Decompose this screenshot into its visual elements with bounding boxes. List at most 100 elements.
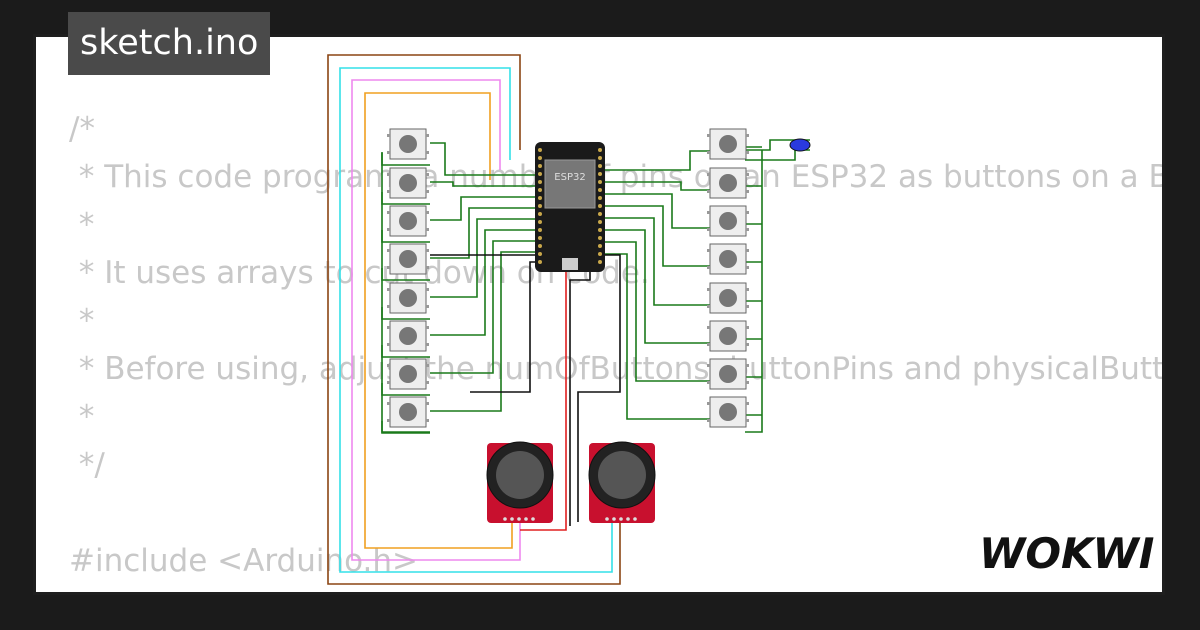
button-cap (719, 403, 737, 421)
pin-icon (612, 517, 616, 521)
pin-icon (538, 156, 542, 160)
button-leg (387, 305, 390, 308)
pushbutton-icon (707, 205, 749, 237)
pin-icon (598, 204, 602, 208)
button-leg (746, 211, 749, 214)
button-leg (746, 364, 749, 367)
pin-icon (538, 164, 542, 168)
pushbutton-icon (387, 205, 429, 237)
button-leg (387, 134, 390, 137)
button-leg (746, 134, 749, 137)
button-leg (387, 228, 390, 231)
button-leg (426, 343, 429, 346)
button-leg (426, 151, 429, 154)
pushbutton-icon (707, 128, 749, 160)
button-leg (387, 266, 390, 269)
pushbutton-icon (387, 320, 429, 352)
wire-green (430, 229, 535, 336)
pushbutton-icon (387, 167, 429, 199)
wire-green (605, 181, 712, 191)
button-leg (387, 419, 390, 422)
button-body (709, 167, 747, 199)
button-cap (719, 212, 737, 230)
pushbutton-icon (707, 358, 749, 390)
button-leg (426, 326, 429, 329)
wire-green (430, 240, 535, 374)
wire-green (430, 142, 535, 176)
pin-icon (531, 517, 535, 521)
wire-green (745, 139, 810, 151)
button-leg (426, 381, 429, 384)
button-leg (426, 419, 429, 422)
wire-green (605, 193, 712, 229)
button-leg (426, 364, 429, 367)
button-cap (719, 250, 737, 268)
pushbutton-icon (387, 358, 429, 390)
button-leg (746, 151, 749, 154)
button-leg (387, 249, 390, 252)
button-leg (746, 249, 749, 252)
button-leg (746, 190, 749, 193)
filename-tab[interactable]: sketch.ino (68, 12, 271, 75)
button-cap (719, 289, 737, 307)
code-line: * (69, 399, 95, 435)
button-cap (719, 135, 737, 153)
pushbutton-icon (707, 320, 749, 352)
pin-icon (598, 228, 602, 232)
button-leg (707, 288, 710, 291)
button-leg (707, 211, 710, 214)
pin-icon (598, 172, 602, 176)
pin-icon (598, 148, 602, 152)
button-leg (387, 151, 390, 154)
pin-icon (598, 180, 602, 184)
pin-icon (538, 260, 542, 264)
button-leg (707, 364, 710, 367)
wire-green (430, 181, 535, 187)
button-leg (707, 402, 710, 405)
pushbutton-icon (387, 282, 429, 314)
pin-icon (510, 517, 514, 521)
joystick-stick (598, 451, 646, 499)
esp32-chip-icon (544, 159, 596, 209)
button-leg (707, 266, 710, 269)
button-leg (426, 173, 429, 176)
pin-icon (538, 180, 542, 184)
wire-green (605, 205, 712, 267)
pin-icon (538, 228, 542, 232)
pin-icon (538, 188, 542, 192)
button-leg (426, 134, 429, 137)
joystick-icon (486, 441, 554, 523)
pin-icon (626, 517, 630, 521)
pushbutton-icon (707, 396, 749, 428)
button-leg (387, 190, 390, 193)
button-leg (426, 211, 429, 214)
pushbutton-icon (707, 167, 749, 199)
button-leg (387, 343, 390, 346)
button-leg (426, 402, 429, 405)
button-leg (707, 190, 710, 193)
code-line: * (69, 207, 95, 243)
joystick-stick (496, 451, 544, 499)
wire-green (605, 253, 712, 420)
pin-icon (598, 188, 602, 192)
wire-green (430, 196, 535, 221)
wire-green (605, 150, 712, 171)
button-leg (387, 173, 390, 176)
pin-icon (598, 260, 602, 264)
wokwi-logo-text: WOKWI (979, 529, 1154, 578)
button-body (709, 243, 747, 275)
button-leg (746, 266, 749, 269)
button-leg (387, 211, 390, 214)
button-leg (746, 419, 749, 422)
pin-icon (605, 517, 609, 521)
wire-green (430, 218, 535, 298)
button-leg (746, 305, 749, 308)
pin-icon (633, 517, 637, 521)
pushbutton-icon (387, 128, 429, 160)
wokwi-logo: WOKWI (979, 529, 1154, 578)
pin-icon (538, 252, 542, 256)
pin-icon (538, 196, 542, 200)
wire-green (745, 150, 763, 433)
wire-red (520, 270, 567, 531)
